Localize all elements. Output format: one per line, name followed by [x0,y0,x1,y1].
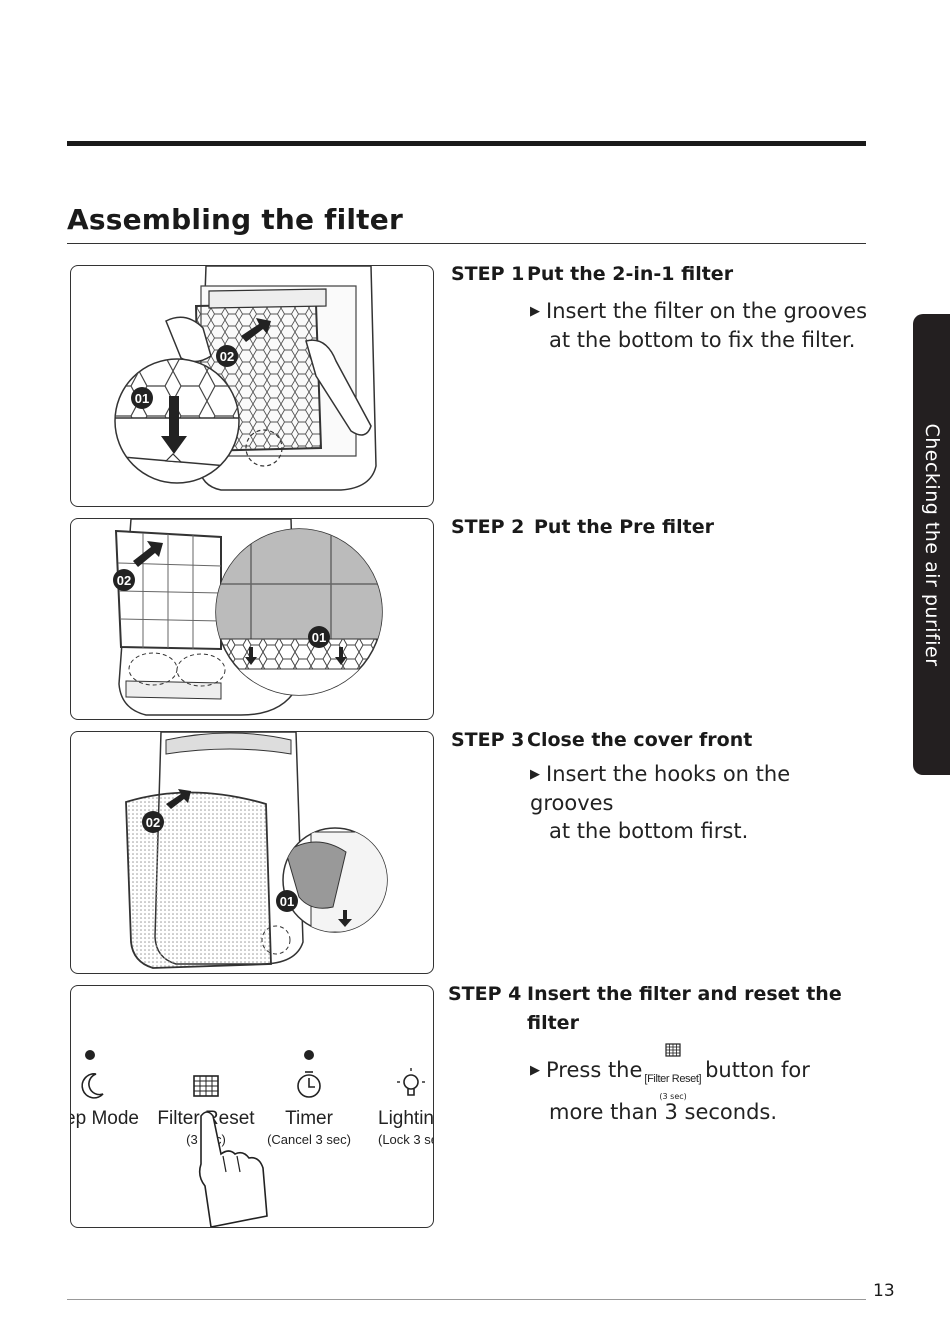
callout-02: 02 [220,349,234,364]
title-rule [67,243,866,244]
callout-02: 02 [117,573,131,588]
callout-01: 01 [280,894,294,909]
filter-insert-illustration: 01 02 [114,266,377,491]
callout-02: 02 [146,815,160,830]
cover-close-illustration: 02 01 [125,732,388,969]
callout-01: 01 [312,630,326,645]
bullet-triangle-icon: ▶ [530,767,540,782]
timer-icon [297,1071,321,1098]
illustration-step1: 01 02 [70,265,434,507]
step4-bullet-post: button for [698,1058,810,1082]
inline-bracket-close: ] [698,1073,702,1085]
illustration-step4: ep Mode Filter Reset (3 sec) Timer (Canc… [70,985,434,1228]
pointing-hand-icon [198,1111,268,1227]
step1-title: Put the 2-in-1 filter [527,263,734,285]
step4-title-line1: Insert the filter and reset the [527,983,842,1005]
step4-bullet-pre: Press the [546,1058,643,1082]
filter-grid-icon [193,1075,219,1097]
step3-bullet-line2: at the bottom first. [549,819,749,843]
step4-bullet: ▶ Press the [Filter Reset] (3 sec) button… [530,1043,870,1126]
step4-number: STEP 4 [448,983,522,1005]
step1-number: STEP 1 [451,263,525,285]
bullet-triangle-icon: ▶ [530,1063,540,1078]
control-label-sleep: ep Mode [71,1108,139,1129]
inline-filter-reset-button: [Filter Reset] (3 sec) [642,1043,702,1101]
inline-bracket-open: [ [644,1073,648,1085]
bullet-triangle-icon: ▶ [530,304,540,319]
step1-bullet-line1: Insert the filter on the grooves [546,299,868,323]
illustration-step3: 02 01 [70,731,434,974]
step2-title: Put the Pre filter [534,516,714,538]
step3-number: STEP 3 [451,729,525,751]
inline-filter-reset-label: Filter Reset [647,1073,699,1085]
control-sub-lighting: (Lock 3 se [378,1132,433,1147]
step2-heading: STEP 2 Put the Pre filter [451,516,714,538]
step4-bullet-line2: more than 3 seconds. [549,1100,778,1124]
light-bulb-icon [397,1068,425,1096]
control-label-timer: Timer [285,1108,334,1129]
sleep-moon-icon [81,1073,104,1099]
page-title: Assembling the filter [67,203,403,236]
step1-bullet-line2: at the bottom to fix the filter. [549,328,856,352]
step1-bullet: ▶ Insert the filter on the grooves at the… [530,297,870,354]
top-rule [67,141,866,146]
inline-filter-reset-sub: (3 sec) [659,1092,687,1101]
step3-bullet-line1: Insert the hooks on the grooves [530,762,791,815]
callout-01: 01 [135,391,149,406]
filter-grid-icon [665,1043,682,1057]
page-number: 13 [873,1281,895,1301]
side-tab: Checking the air purifier [913,314,950,775]
pre-filter-illustration: 02 01 [113,519,383,716]
side-tab-label: Checking the air purifier [920,422,943,667]
illustration-step2: 02 01 [70,518,434,720]
control-panel-illustration: ep Mode Filter Reset (3 sec) Timer (Canc… [71,1050,433,1227]
step4-title-line2: filter [527,1012,579,1034]
control-sub-timer: (Cancel 3 sec) [267,1132,351,1147]
step2-number: STEP 2 [451,516,525,538]
control-label-lighting: Lightin [378,1108,433,1129]
step3-bullet: ▶Insert the hooks on the grooves at the … [530,760,870,845]
step3-title: Close the cover front [527,729,753,751]
footer-rule [67,1299,866,1300]
